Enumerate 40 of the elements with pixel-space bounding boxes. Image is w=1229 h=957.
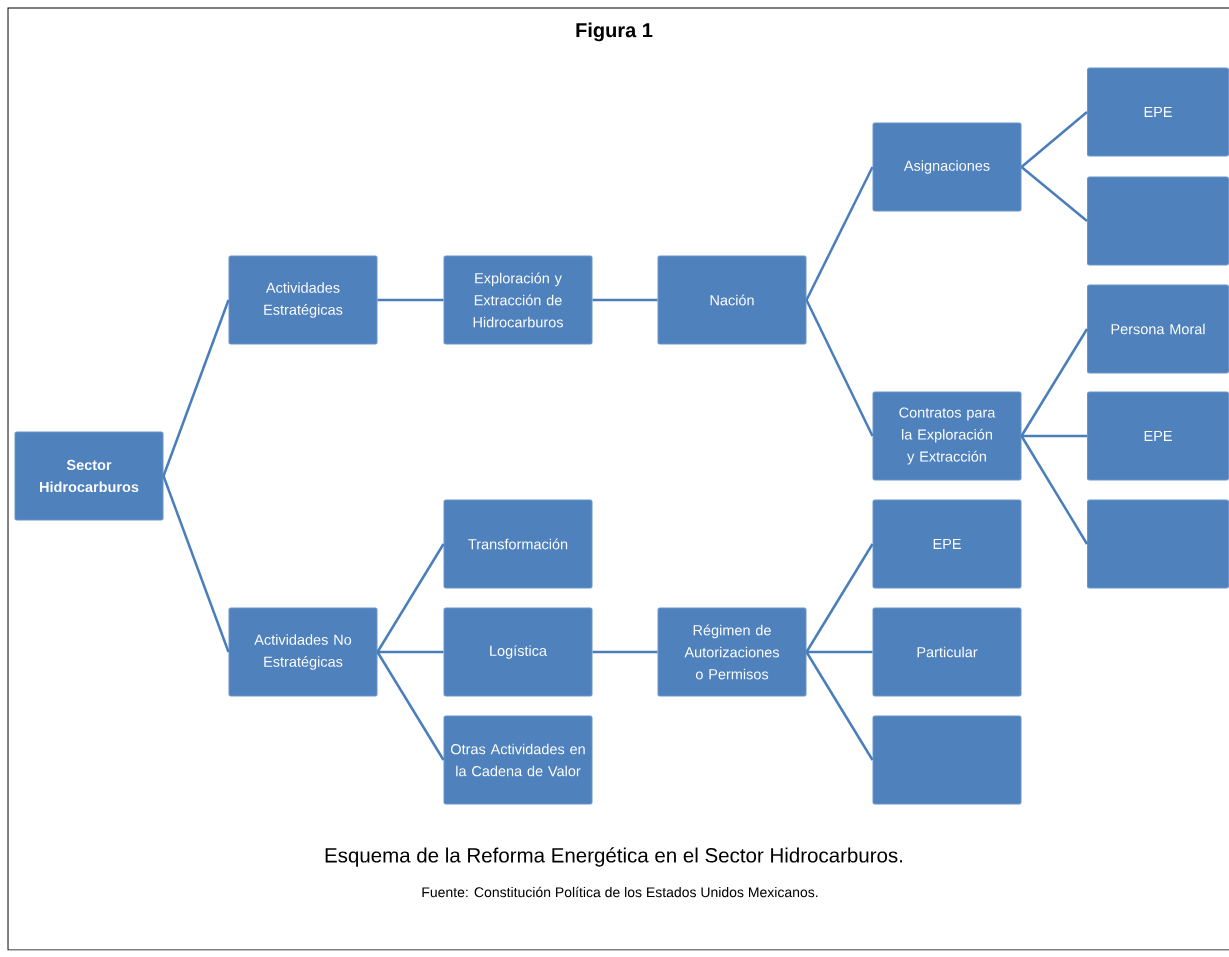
empty-box <box>872 715 1022 805</box>
connector-line <box>377 298 444 302</box>
connector-line <box>1021 434 1087 438</box>
empty-box <box>1087 176 1229 266</box>
connector-line <box>805 651 874 761</box>
connector-line <box>592 650 658 654</box>
process-box: Contratos para la Exploración y Extracción <box>872 391 1022 481</box>
process-box: Particular <box>872 607 1022 697</box>
process-box: Asignaciones <box>872 122 1022 212</box>
figure-title: Figura 1 <box>576 22 653 42</box>
connector-line <box>162 475 230 653</box>
process-box: Exploración y Extracción de Hidrocarburos <box>443 255 593 345</box>
process-box: Otras Actividades en la Cadena de Valor <box>443 715 593 805</box>
connector-line <box>805 166 874 301</box>
connector-line <box>1020 166 1088 222</box>
caption: Esquema de la Reforma Energética en el Sector Hidrocarburos. <box>325 847 902 867</box>
process-box: Logística <box>443 607 593 697</box>
process-box: EPE <box>1087 391 1229 481</box>
connector-line <box>1020 328 1089 437</box>
process-box: Transformación <box>443 499 593 589</box>
connector-line <box>1020 111 1088 168</box>
process-box: Actividades No Estratégicas <box>228 607 378 697</box>
process-box: EPE <box>872 499 1022 589</box>
process-box: EPE <box>1087 67 1229 157</box>
connector-line <box>806 650 873 654</box>
connector-line <box>376 651 445 761</box>
connector-line <box>377 650 444 654</box>
connector-line <box>592 298 658 302</box>
process-box: Nación <box>657 255 807 345</box>
connector-line <box>1020 435 1089 545</box>
connector-line <box>162 299 230 477</box>
connector-line <box>805 299 874 437</box>
process-box: Régimen de Autorizaciones o Permisos <box>657 607 807 697</box>
connector-line <box>376 543 445 653</box>
empty-box <box>1087 499 1229 589</box>
process-box: Persona Moral <box>1087 284 1229 374</box>
source-note: Fuente: Constitución Política de los Estados Unidos Mexicanos. <box>422 886 818 898</box>
process-box: Sector Hidrocarburos <box>14 431 164 521</box>
process-box: Actividades Estratégicas <box>228 255 378 345</box>
connector-line <box>805 543 874 653</box>
